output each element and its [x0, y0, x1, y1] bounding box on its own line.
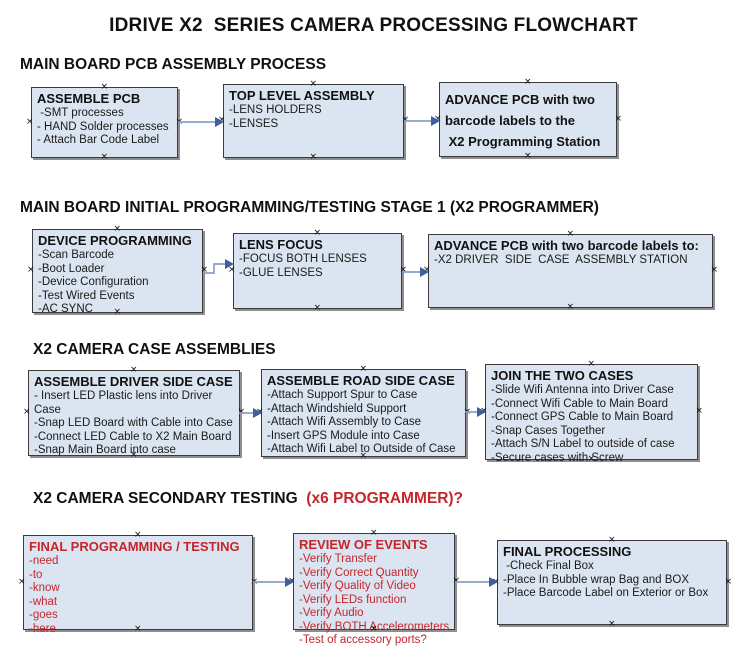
section-heading-case-assemblies: X2 CAMERA CASE ASSEMBLIES [33, 341, 276, 358]
box-title: JOIN THE TWO CASES [491, 368, 634, 383]
box-item: -Attach S/N Label to outside of case [491, 438, 675, 450]
connection-anchor-icon: × [313, 303, 322, 313]
box-title: LENS FOCUS [239, 237, 323, 252]
box-item: -need [29, 555, 59, 567]
connection-anchor-icon: × [608, 619, 616, 629]
box-item: -Connect GPS Cable to Main Board [491, 411, 674, 423]
heading-red-part: (x6 PROGRAMMER)? [306, 490, 464, 507]
box-item: -Verify Quality of Video [299, 580, 416, 592]
box-item: -Verify Audio [299, 607, 364, 619]
box-item: - Insert LED Plastic lens into Driver Ca… [34, 390, 216, 416]
box-item: - HAND Solder processes [37, 120, 169, 133]
connection-anchor-icon: × [100, 152, 109, 162]
box-item: -AC SYNC [38, 303, 93, 315]
box-item: -LENS HOLDERS [229, 104, 322, 116]
box-item: -Boot Loader [38, 262, 105, 275]
box-item: -Snap LED Board with Cable into Case [34, 417, 233, 429]
connector-arrow[interactable] [454, 575, 499, 589]
box-review-of-events[interactable]: ×××× REVIEW OF EVENTS -Verify Transfer -… [288, 529, 460, 647]
box-final-programming-testing[interactable]: ×××× FINAL PROGRAMMING / TESTING -need -… [18, 531, 258, 635]
box-item: -here [29, 622, 56, 635]
box-item: -Attach Wifi Label to Outside of Case [267, 443, 456, 455]
box-item: -Snap Cases Together [491, 424, 606, 437]
section-heading-secondary-testing: X2 CAMERA SECONDARY TESTING (x6 PROGRAMM… [33, 490, 463, 508]
connection-anchor-icon: × [566, 302, 575, 312]
box-item: -Scan Barcode [38, 249, 115, 261]
box-item: -GLUE LENSES [239, 266, 323, 279]
box-item: -Place Barcode Label on Exterior or Box [503, 587, 709, 599]
box-item: -FOCUS BOTH LENSES [239, 253, 367, 265]
box-item: -what [29, 595, 58, 608]
box-item: -Device Configuration [38, 276, 149, 288]
box-item: -X2 DRIVER SIDE CASE ASSEMBLY STATION [434, 254, 688, 266]
box-item: -Secure cases with Screw [491, 451, 624, 464]
box-item: -Connect LED Cable to X2 Main Board [34, 430, 232, 443]
box-title: ASSEMBLE PCB [37, 91, 141, 106]
box-item: -Connect Wifi Cable to Main Board [491, 397, 669, 410]
box-item: -to [29, 568, 43, 581]
box-item: -Attach Wifi Assembly to Case [267, 416, 422, 428]
box-item: -Slide Wifi Antenna into Driver Case [491, 384, 674, 396]
connector-arrow[interactable] [239, 406, 263, 420]
box-top-level-assembly[interactable]: ×××× TOP LEVEL ASSEMBLY -LENS HOLDERS -L… [218, 80, 409, 162]
connection-anchor-icon: × [524, 151, 532, 161]
box-item: -goes [29, 609, 58, 621]
connector-arrow[interactable] [177, 115, 225, 129]
connection-anchor-icon: × [26, 116, 34, 127]
box-item: -Verify Transfer [299, 553, 377, 565]
box-title: DEVICE PROGRAMMING [38, 233, 192, 248]
box-item: -Insert GPS Module into Case [267, 429, 420, 442]
connection-anchor-icon: × [23, 407, 31, 417]
box-final-processing[interactable]: ×××× FINAL PROCESSING -Check Final Box -… [492, 536, 732, 629]
box-item: -Test Wired Events [38, 289, 135, 302]
box-item: -SMT processes [37, 107, 124, 119]
box-item: -Place In Bubble wrap Bag and BOX [503, 573, 690, 586]
section-heading-initial-programming: MAIN BOARD INITIAL PROGRAMMING/TESTING S… [20, 199, 599, 216]
box-assemble-driver-side-case[interactable]: ×××× ASSEMBLE DRIVER SIDE CASE - Insert … [23, 366, 245, 460]
connector-arrow-elbow[interactable] [202, 257, 235, 279]
box-item: -Verify LEDs function [299, 593, 407, 606]
box-item: -Verify Correct Quantity [299, 566, 419, 579]
box-title: FINAL PROCESSING [503, 544, 632, 559]
box-advance-pcb-programming-station[interactable]: ×××× ADVANCE PCB with two barcode labels… [434, 78, 622, 161]
box-title: ADVANCE PCB with two barcode labels to: [434, 238, 699, 253]
connector-arrow[interactable] [401, 265, 430, 279]
box-item: -Verify BOTH Accelerometers [299, 620, 450, 633]
box-item: -Attach Support Spur to Case [267, 389, 418, 401]
box-title: ASSEMBLE ROAD SIDE CASE [267, 373, 455, 388]
heading-black-part: X2 CAMERA SECONDARY TESTING [33, 490, 307, 507]
connection-anchor-icon: × [695, 406, 703, 416]
box-title: ASSEMBLE DRIVER SIDE CASE [34, 374, 233, 389]
box-join-the-two-cases[interactable]: ×××× JOIN THE TWO CASES -Slide Wifi Ante… [480, 360, 703, 464]
flowchart-title: IDRIVE X2 SERIES CAMERA PROCESSING FLOWC… [109, 15, 638, 36]
box-assemble-pcb[interactable]: ×××× ASSEMBLE PCB -SMT processes - HAND … [26, 83, 183, 162]
connection-anchor-icon: × [309, 152, 318, 162]
box-item: -LENSES [229, 117, 279, 130]
box-assemble-road-side-case[interactable]: ×××× ASSEMBLE ROAD SIDE CASE -Attach Sup… [256, 365, 471, 461]
connection-anchor-icon: × [27, 265, 35, 275]
connection-anchor-icon: × [18, 576, 26, 587]
connector-arrow[interactable] [465, 405, 487, 419]
connection-anchor-icon: × [710, 265, 718, 275]
box-item: -Attach Windshield Support [267, 402, 407, 415]
box-title: ADVANCE PCB with two barcode labels to t… [445, 92, 601, 149]
connector-arrow[interactable] [252, 575, 295, 589]
box-item: - Attach Bar Code Label [37, 134, 160, 146]
box-title: TOP LEVEL ASSEMBLY [229, 88, 375, 103]
connection-anchor-icon: × [614, 113, 622, 124]
box-lens-focus[interactable]: ×××× LENS FOCUS -FOCUS BOTH LENSES -GLUE… [228, 229, 407, 313]
box-advance-pcb-driver-side-station[interactable]: ×××× ADVANCE PCB with two barcode labels… [423, 230, 718, 312]
connector-arrow[interactable] [403, 114, 441, 128]
box-title: FINAL PROGRAMMING / TESTING [29, 539, 240, 554]
box-title: REVIEW OF EVENTS [299, 537, 428, 552]
box-device-programming[interactable]: ×××× DEVICE PROGRAMMING -Scan Barcode -B… [27, 225, 208, 317]
box-item: -Check Final Box [503, 560, 594, 572]
box-item: -Test of accessory ports? [299, 634, 427, 646]
box-item: -Snap Main Board into case [34, 444, 176, 456]
box-item: -know [29, 582, 60, 594]
section-heading-pcb-assembly: MAIN BOARD PCB ASSEMBLY PROCESS [20, 56, 327, 73]
connection-anchor-icon: × [724, 576, 732, 587]
